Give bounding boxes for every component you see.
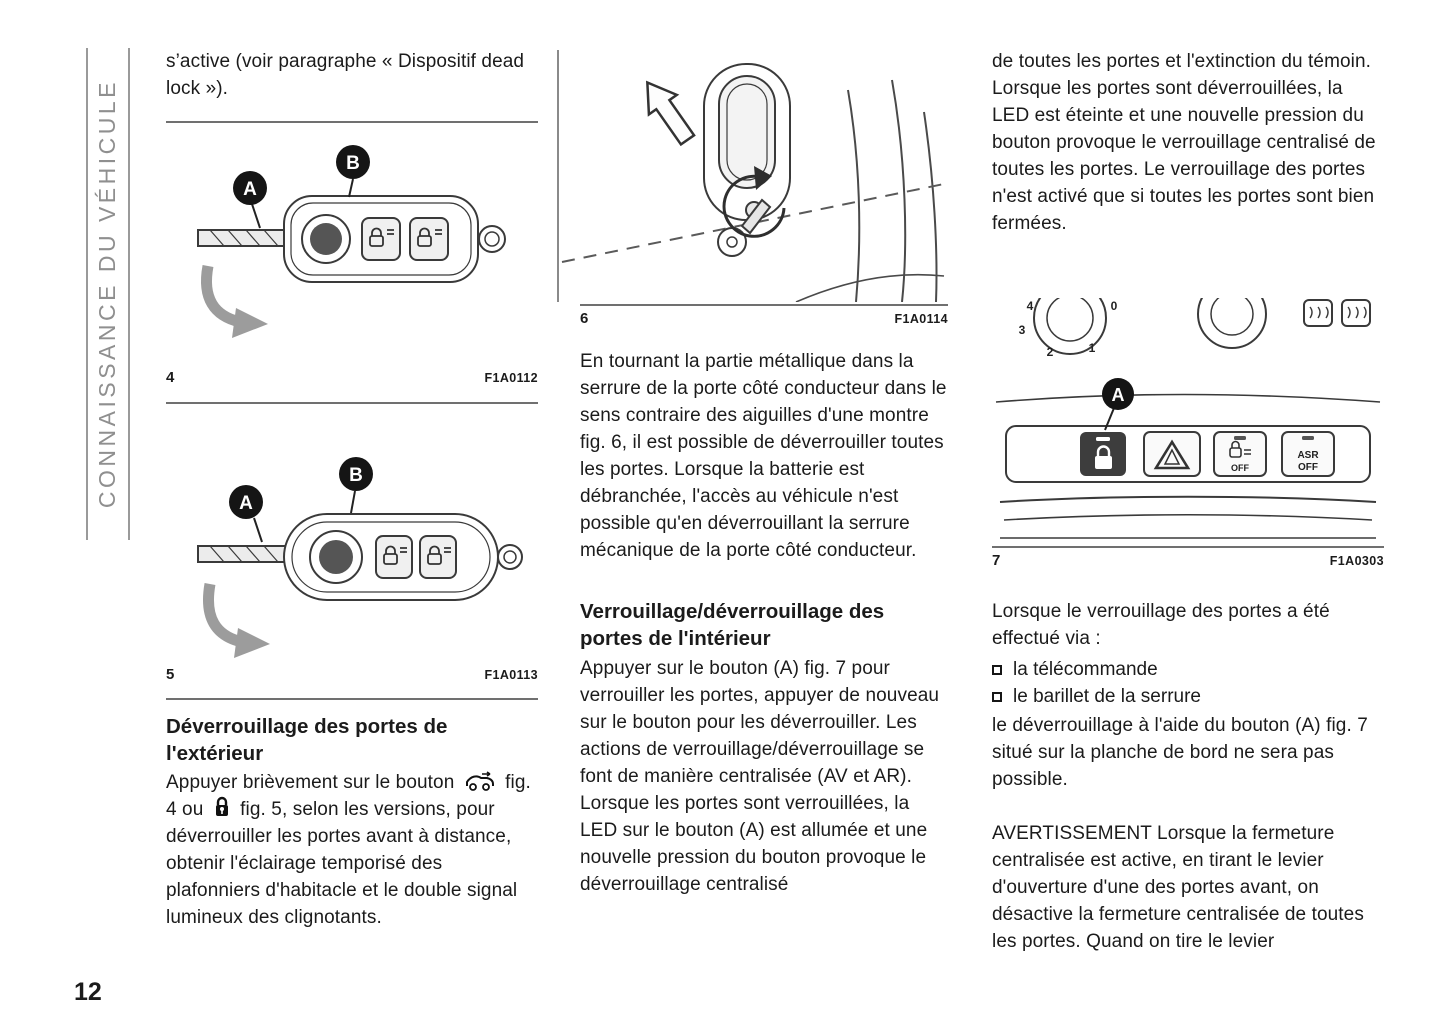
rotate-arrow-icon xyxy=(203,583,244,648)
bullet-list: la télécommande le barillet de la serrur… xyxy=(992,656,1384,710)
square-bullet-icon xyxy=(992,691,1002,702)
figure-5-badge-a: A xyxy=(239,493,253,514)
paragraph-text: Appuyer brièvement sur le bouton xyxy=(166,772,455,793)
sidebar-right-rule xyxy=(128,48,130,540)
knob-number: 1 xyxy=(1089,341,1096,355)
figure-number: 5 xyxy=(166,666,175,683)
figure-7-badge-a: A xyxy=(1112,385,1125,405)
chapter-title: CONNAISSANCE DU VÉHICULE xyxy=(93,79,120,509)
bullet-text: le barillet de la serrure xyxy=(1013,685,1201,707)
figure-7-caption: 7 F1A0303 xyxy=(992,552,1384,569)
paragraph-text: fig. 4 ou xyxy=(166,772,531,820)
paragraph-mechanical-unlock: En tournant la partie métallique dans la… xyxy=(580,351,947,561)
pull-up-arrow-icon xyxy=(646,80,696,147)
divider xyxy=(580,304,948,306)
figure-5-key-remote: A B xyxy=(197,457,523,658)
turn-direction-arrow-icon xyxy=(722,174,786,238)
divider xyxy=(166,121,538,123)
figure-6-caption: 6 F1A0114 xyxy=(580,310,948,327)
figure-number: 4 xyxy=(166,369,175,386)
knob-number: 4 xyxy=(1027,299,1034,313)
figure-number: 6 xyxy=(580,310,589,327)
badge-a-circle xyxy=(229,485,263,519)
intro-paragraph: s’active (voir paragraphe « Dispositif d… xyxy=(166,51,525,99)
paragraph-block: de toutes les portes et l'extinction du … xyxy=(992,48,1384,237)
figure-number: 7 xyxy=(992,552,1001,569)
paragraph-unlock-outside: Appuyer brièvement sur le bouton fig. 4 … xyxy=(166,769,538,931)
paragraph-lock-inside: Appuyer sur le bouton (A) fig. 7 pour ve… xyxy=(580,658,940,895)
figure-4-key-remote: A B xyxy=(197,145,506,338)
paragraph-led-on: Lorsque les portes sont déverrouillées, … xyxy=(992,78,1376,234)
sidebar-left-rule xyxy=(86,48,88,540)
knob-number: 2 xyxy=(1047,345,1054,359)
button-label: OFF xyxy=(1298,462,1318,473)
page-number: 12 xyxy=(74,978,102,1006)
bullet-text: la télécommande xyxy=(1013,658,1158,680)
paragraph-warning: AVERTISSEMENT Lorsque la fermeture centr… xyxy=(992,823,1364,952)
section-heading-unlock-outside: Déverrouillage des portes de l'extérieur xyxy=(166,715,448,765)
figure-6-door-lock xyxy=(557,50,945,302)
badge-a-circle xyxy=(233,171,267,205)
list-item: la télécommande xyxy=(992,656,1384,683)
figure-code: F1A0303 xyxy=(1329,554,1384,568)
figure-code: F1A0114 xyxy=(894,312,948,326)
badge-b-circle xyxy=(336,145,370,179)
button-label: OFF xyxy=(1231,463,1249,473)
figure-7-dashboard-buttons: 4 3 2 1 0 OFF ASR OFF A xyxy=(995,298,1381,539)
figure-5-caption: 5 F1A0113 xyxy=(166,666,538,683)
hazard-triangle-icon xyxy=(1153,439,1191,470)
paragraph-text: fig. 5, selon les versions, pour déverro… xyxy=(166,799,518,928)
knob-number: 0 xyxy=(1111,299,1118,313)
knob-number: 3 xyxy=(1019,323,1026,337)
badge-b-circle xyxy=(339,457,373,491)
figure-code: F1A0112 xyxy=(484,371,538,385)
paragraph-led-off: de toutes les portes et l'extinction du … xyxy=(992,51,1372,72)
figure-code: F1A0113 xyxy=(484,668,538,682)
figure-4-badge-b: B xyxy=(346,153,360,174)
figure-4-caption: 4 F1A0112 xyxy=(166,369,538,386)
paragraph-locked-via: Lorsque le verrouillage des portes a été… xyxy=(992,601,1330,649)
list-item: le barillet de la serrure xyxy=(992,683,1384,710)
button-label: ASR xyxy=(1297,450,1319,461)
figure-5-badge-b: B xyxy=(349,465,363,486)
figure-4-badge-a: A xyxy=(243,179,257,200)
padlock-key-icon xyxy=(215,796,228,816)
divider xyxy=(992,546,1384,548)
lock-button xyxy=(1080,432,1126,476)
rotate-arrow-icon xyxy=(201,264,242,328)
square-bullet-icon xyxy=(992,664,1002,675)
divider xyxy=(166,698,538,700)
badge-a-circle xyxy=(1102,378,1134,410)
divider xyxy=(166,402,538,404)
section-heading-lock-inside: Verrouillage/déverrouillage des portes d… xyxy=(580,600,885,650)
chapter-sidebar: CONNAISSANCE DU VÉHICULE xyxy=(84,48,130,540)
paragraph-unlock-not-possible: le déverrouillage à l'aide du bouton (A)… xyxy=(992,715,1368,790)
car-unlock-icon xyxy=(465,771,494,791)
